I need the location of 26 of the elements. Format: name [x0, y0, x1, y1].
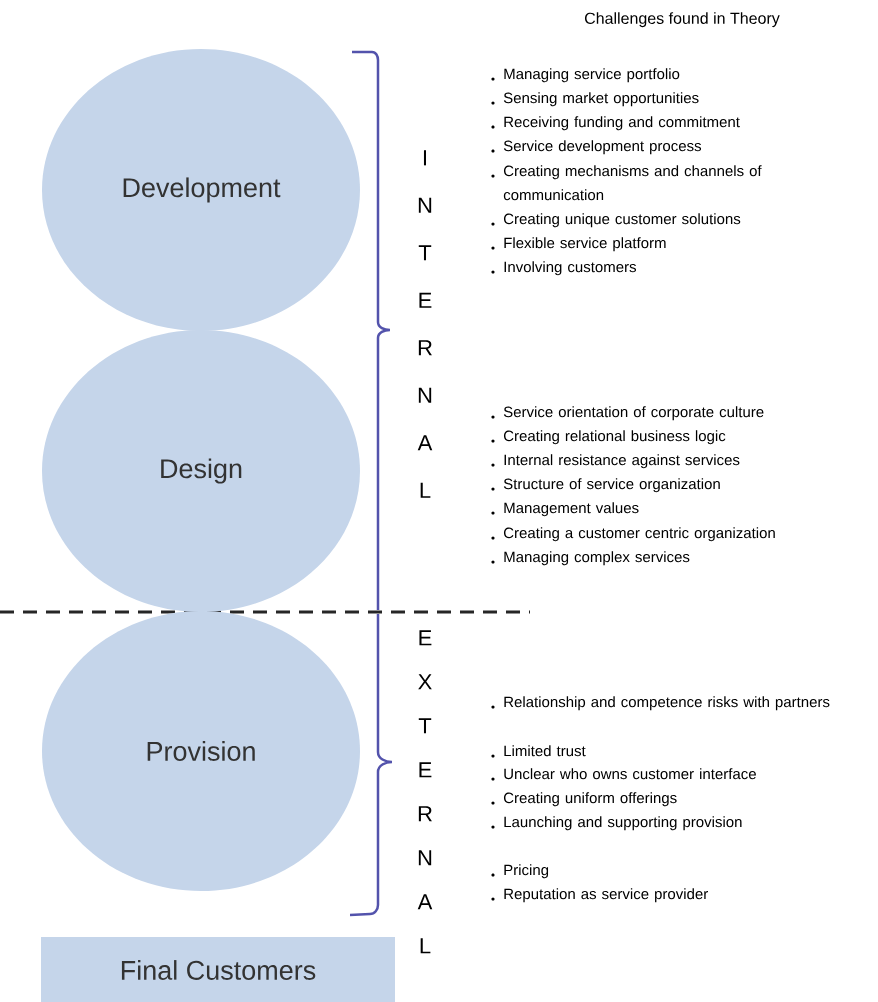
list-item: Service orientation of corporate culture [503, 406, 764, 421]
list-item: Managing complex services [504, 551, 690, 566]
list-item: Flexible service platform [504, 237, 666, 252]
list-item: Managing service portfolio [504, 68, 680, 83]
list-item: Creating uniform offerings [503, 792, 677, 807]
vertical-label: INTERNAL [417, 150, 433, 498]
list-item: Relationship and competence risks with partners [504, 696, 830, 711]
list-item: Launching and supporting provision [504, 816, 742, 831]
list-item: Internal resistance against services [504, 454, 740, 469]
vertical-label: EXTERNAL [417, 630, 433, 954]
customer-box: Final Customers [41, 937, 395, 1002]
list-item: Service development process [503, 140, 702, 155]
list-item: Sensing market opportunities [503, 92, 699, 107]
list-item: Creating relational business logic [503, 430, 726, 445]
list-item: Creating a customer centric organization [503, 527, 775, 542]
list-item: Reputation as service provider [504, 888, 708, 903]
list-item: Limited trust [504, 745, 586, 757]
list-item: Structure of service organization [503, 478, 720, 493]
list-item: Creating unique customer solutions [503, 213, 741, 228]
list-item: Receiving funding and commitment [504, 116, 740, 131]
list-item: Involving customers [504, 261, 636, 276]
list-item: Management values [504, 502, 639, 517]
list-item: Pricing [504, 864, 549, 879]
list-item: Unclear who owns customer interface [504, 768, 756, 780]
heading: Challenges found in Theory [584, 12, 780, 28]
list-item: Creating mechanisms and channels of communication [503, 165, 762, 201]
